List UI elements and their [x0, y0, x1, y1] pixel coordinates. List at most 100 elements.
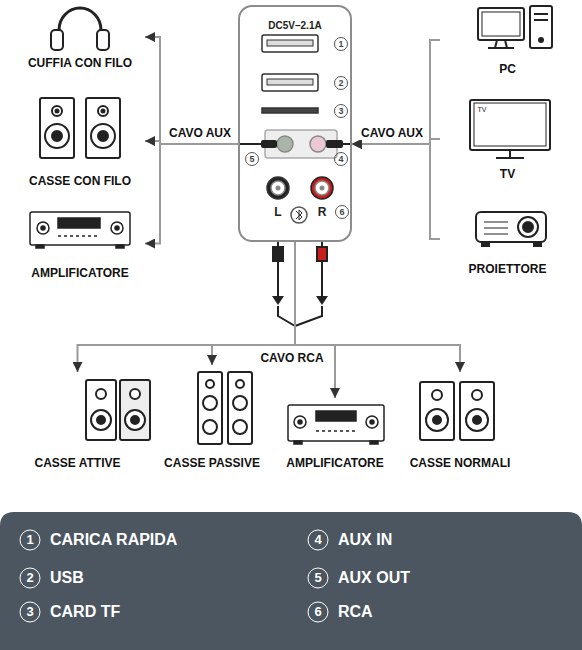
amplifier-icon-part: [37, 222, 49, 234]
node-text: CASSE CON FILO: [29, 174, 131, 188]
callout-number: 6: [335, 205, 349, 219]
device-ports-part: [262, 74, 318, 91]
wired-speakers-icon-part: [98, 131, 108, 141]
callout-number: 1: [334, 37, 348, 51]
amplifier-icon-part: [298, 420, 302, 424]
speakers-device: CASSE CON FILO: [15, 92, 145, 190]
rca-cable-part: [321, 261, 323, 296]
device-ports-part: [310, 136, 326, 152]
cable-connector: [352, 144, 440, 239]
node-text: PROIETTORE: [469, 262, 547, 276]
device-ports: [262, 35, 337, 223]
passive-speakers-icon-part: [203, 396, 217, 410]
amplifier-icon-part: [366, 416, 378, 428]
device-ports-part: [271, 181, 285, 195]
wired-speakers-icon-part: [102, 110, 105, 113]
active-speakers-icon-part: [130, 389, 140, 399]
speakers-device: CASSE NORMALI: [400, 372, 520, 472]
wired-speakers-icon-part: [98, 106, 108, 116]
cable-connector: [295, 242, 335, 398]
passive-speakers-icon-part: [233, 420, 247, 434]
node-text: CASSE ATTIVE: [34, 456, 120, 470]
cable-label: CAVO RCA: [258, 351, 325, 365]
cable-connector: [145, 37, 238, 144]
active-speakers-icon-part: [131, 416, 139, 424]
projector-icon-part: [484, 222, 508, 234]
headphones-icon-part: [97, 30, 109, 50]
legend-number: 2: [20, 568, 41, 589]
headphones-icon: [51, 8, 109, 50]
rca-cable-part: [277, 261, 279, 296]
projector-icon-part: [518, 217, 538, 237]
active-speakers-icon-part: [91, 410, 111, 430]
speakers-device: CASSE ATTIVE: [5, 372, 150, 472]
active-speakers-icon-part: [86, 380, 116, 440]
normal-speakers-icon-part: [466, 409, 488, 431]
projector-icon-part: [482, 242, 489, 246]
pc-icon-part: [539, 38, 543, 42]
pc-icon-part: [530, 6, 552, 48]
node-text: AMPLIFICATORE: [286, 456, 384, 470]
device-ports-part: [311, 177, 333, 199]
legend-text: AUX OUT: [338, 569, 410, 587]
device-ports-part: [267, 177, 289, 199]
amplifier-icon-part: [294, 416, 306, 428]
wired-speakers-icon-part: [40, 98, 74, 158]
passive-speakers-icon-part: [228, 372, 252, 444]
legend-number: 4: [308, 530, 329, 551]
rca-cable-part: [317, 247, 327, 261]
headphones-device: CUFFIA CON FILO: [15, 2, 145, 72]
normal-speakers-icon-part: [460, 382, 494, 440]
tv-icon: [470, 100, 550, 158]
active-speakers-icon-part: [125, 410, 145, 430]
wired-speakers-icon-part: [52, 106, 62, 116]
node-text: DC5V–2.1A: [268, 19, 321, 33]
cable-label: CAVO AUX: [167, 126, 233, 140]
cable-connector: [145, 144, 238, 244]
wired-speakers-icon-part: [45, 124, 69, 148]
pc-icon: [478, 6, 552, 48]
wired-speakers-icon-part: [56, 110, 59, 113]
amplifier-icon-part: [36, 245, 44, 248]
aux-plugs-part: [262, 141, 276, 147]
projector-icon: [476, 212, 546, 246]
active-speakers-icon: [86, 380, 150, 440]
node-text: CASSE PASSIVE: [164, 456, 260, 470]
device-ports-part: [320, 186, 325, 191]
amplifier-icon-part: [58, 235, 100, 237]
legend-text: AUX IN: [338, 531, 392, 549]
device-ports-part: [291, 207, 307, 223]
amplifier-icon-part: [58, 218, 100, 228]
screen-label: TV: [478, 106, 487, 113]
normal-speakers-icon: [420, 382, 494, 440]
legend-text: RCA: [338, 603, 373, 621]
projector-icon-part: [476, 212, 546, 242]
device-ports-part: [262, 108, 318, 113]
aux-plugs-part: [327, 141, 342, 147]
passive-speakers-icon-part: [203, 420, 217, 434]
legend-number: 6: [308, 602, 329, 623]
wired-speakers-icon-part: [52, 131, 62, 141]
projector-icon-part: [534, 242, 541, 246]
amplifier-icon-part: [370, 441, 378, 444]
aux-plugs-part: [238, 143, 262, 145]
device-ports-part: [276, 186, 281, 191]
wired-speakers-icon-part: [86, 98, 120, 158]
wired-speakers-icon-part: [91, 124, 115, 148]
normal-speakers-icon-part: [473, 416, 481, 424]
node-text: AMPLIFICATORE: [31, 266, 129, 280]
node-text: PC: [499, 62, 516, 76]
cable-label: CAVO AUX: [359, 126, 425, 140]
amplifier-icon-part: [116, 245, 124, 248]
channel-label: L: [274, 205, 281, 219]
pc-icon-part: [478, 8, 524, 40]
amplifier-device: AMPLIFICATORE: [278, 398, 392, 472]
passive-speakers-icon: [198, 372, 252, 444]
rca-cable-part: [273, 247, 283, 261]
device-ports-part: [315, 181, 329, 195]
rca-cable-part: [316, 296, 328, 305]
legend-number: 5: [308, 568, 329, 589]
